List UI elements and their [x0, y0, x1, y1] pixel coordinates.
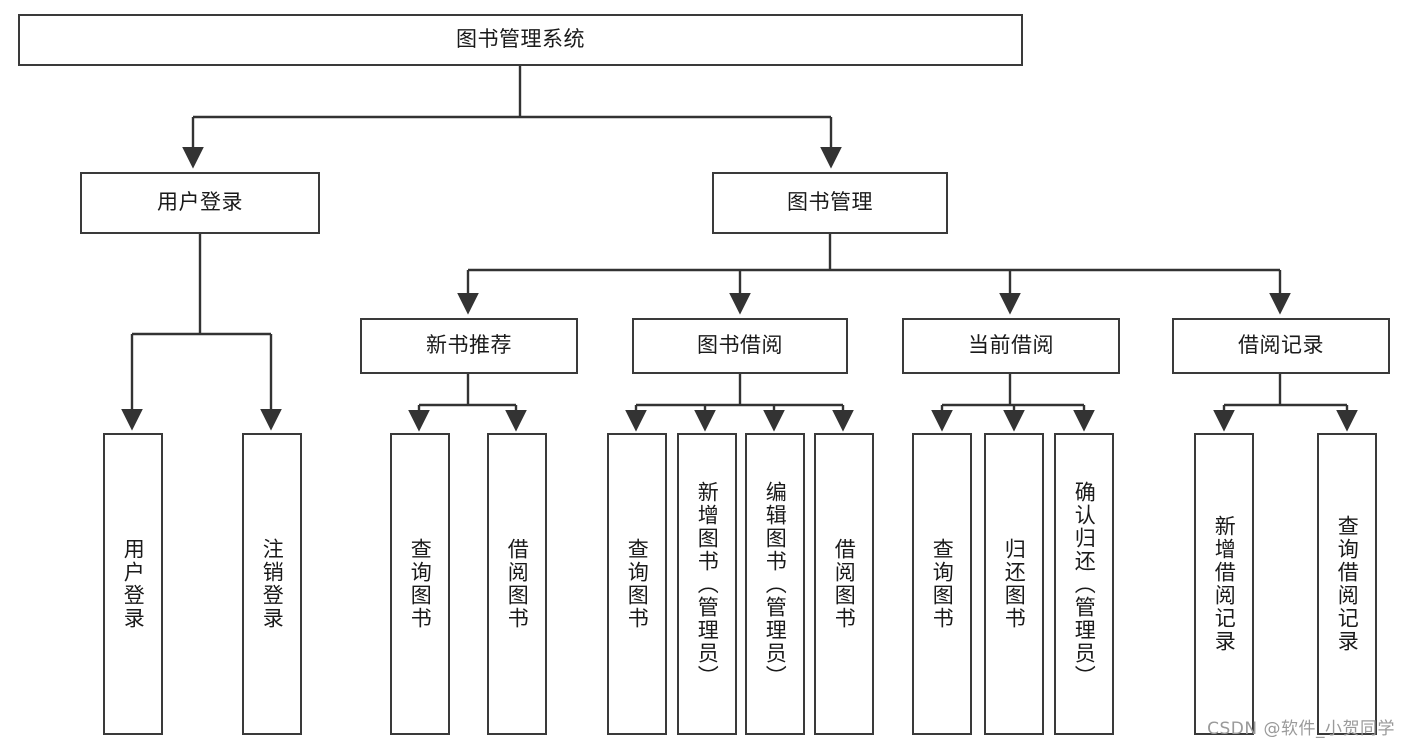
node-leaf-query-record-label: 查询借阅记录	[1335, 515, 1360, 653]
node-leaf-query-book-1[interactable]: 查询图书	[390, 433, 450, 735]
node-leaf-edit-book[interactable]: 编辑图书（管理员）	[745, 433, 805, 735]
node-leaf-edit-book-label: 编辑图书（管理员）	[763, 480, 788, 688]
node-leaf-return-book[interactable]: 归还图书	[984, 433, 1044, 735]
node-leaf-borrow-book-2-label: 借阅图书	[832, 538, 857, 630]
node-book-borrow-label: 图书借阅	[697, 333, 783, 358]
node-borrow-record[interactable]: 借阅记录	[1172, 318, 1390, 374]
node-leaf-query-book-1-label: 查询图书	[408, 538, 433, 630]
node-leaf-confirm-return-label: 确认归还（管理员）	[1072, 480, 1097, 688]
node-leaf-user-logout-label: 注销登录	[260, 538, 285, 630]
node-book-borrow[interactable]: 图书借阅	[632, 318, 848, 374]
node-book-management-label: 图书管理	[787, 190, 873, 215]
node-leaf-add-record[interactable]: 新增借阅记录	[1194, 433, 1254, 735]
node-user-login[interactable]: 用户登录	[80, 172, 320, 234]
node-borrow-record-label: 借阅记录	[1238, 333, 1324, 358]
node-user-login-label: 用户登录	[157, 190, 243, 215]
node-book-management[interactable]: 图书管理	[712, 172, 948, 234]
node-leaf-user-login[interactable]: 用户登录	[103, 433, 163, 735]
node-leaf-query-book-2[interactable]: 查询图书	[607, 433, 667, 735]
node-new-book-recommend-label: 新书推荐	[426, 333, 512, 358]
node-root-label: 图书管理系统	[456, 27, 585, 52]
node-leaf-return-book-label: 归还图书	[1002, 538, 1027, 630]
node-new-book-recommend[interactable]: 新书推荐	[360, 318, 578, 374]
node-leaf-add-book[interactable]: 新增图书（管理员）	[677, 433, 737, 735]
node-leaf-user-login-label: 用户登录	[121, 538, 146, 630]
node-leaf-user-logout[interactable]: 注销登录	[242, 433, 302, 735]
node-leaf-borrow-book-1-label: 借阅图书	[505, 538, 530, 630]
node-leaf-query-book-3-label: 查询图书	[930, 538, 955, 630]
watermark-text: CSDN @软件_小贺同学	[1207, 719, 1395, 739]
node-leaf-borrow-book-2[interactable]: 借阅图书	[814, 433, 874, 735]
node-leaf-confirm-return[interactable]: 确认归还（管理员）	[1054, 433, 1114, 735]
node-leaf-query-record[interactable]: 查询借阅记录	[1317, 433, 1377, 735]
node-root[interactable]: 图书管理系统	[18, 14, 1023, 66]
node-leaf-add-book-label: 新增图书（管理员）	[695, 480, 720, 688]
node-current-borrow-label: 当前借阅	[968, 333, 1054, 358]
node-leaf-add-record-label: 新增借阅记录	[1212, 515, 1237, 653]
node-leaf-borrow-book-1[interactable]: 借阅图书	[487, 433, 547, 735]
node-current-borrow[interactable]: 当前借阅	[902, 318, 1120, 374]
node-leaf-query-book-3[interactable]: 查询图书	[912, 433, 972, 735]
node-leaf-query-book-2-label: 查询图书	[625, 538, 650, 630]
